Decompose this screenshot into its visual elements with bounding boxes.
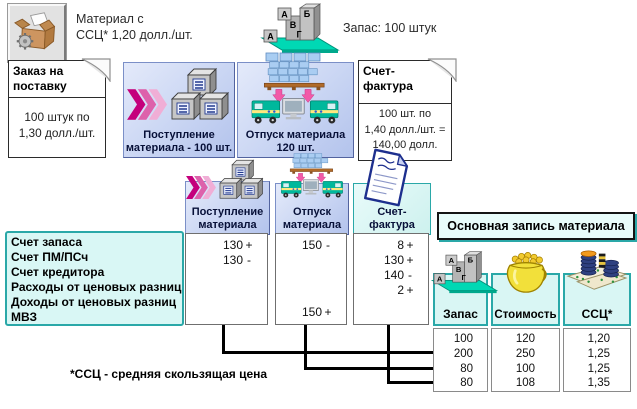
divider (359, 103, 451, 104)
cell: 80 (460, 362, 473, 375)
cell: 80 (460, 377, 473, 390)
connector-line (222, 325, 225, 354)
legend-item: Доходы от ценовых разниц (11, 294, 177, 309)
warehouse-stock-icon (261, 3, 339, 62)
t-account-issue-title: Отпуск материала (282, 206, 342, 231)
t-account-row: 150 + (301, 305, 332, 319)
divider (9, 97, 105, 98)
material-package-button (7, 3, 67, 63)
t-account-issue-box: 150 - 150 + (275, 233, 347, 325)
purchase-order-body: 100 штук по 1,30 долл./шт. (18, 110, 96, 140)
t-account-invoice-box: 8 + 130 + 140 - 2 + (353, 233, 429, 325)
money-pot-icon (501, 250, 551, 295)
t-account-row: 130 + (222, 238, 253, 252)
column-value-values: 120 250 100 108 (491, 328, 560, 392)
column-value-label: Стоимость (494, 309, 557, 321)
connector-line (304, 325, 307, 370)
cell: 200 (453, 347, 473, 360)
warehouse-stock-icon (429, 250, 500, 294)
t-account-invoice-title: Счет- фактура (369, 206, 415, 231)
cell: 1,25 (587, 362, 610, 375)
goods-issue-title: Отпуск материала 120 шт. (245, 129, 346, 154)
package-box-icon (14, 10, 60, 56)
t-account-receipt-box: 130 + 130 - (185, 233, 268, 325)
footnote: *ССЦ - средняя скользящая цена (70, 367, 268, 381)
material-master-header: Основная запись материала (437, 212, 635, 240)
column-price-label: ССЦ* (581, 307, 613, 321)
invoice-title: Счет- фактура (363, 64, 413, 93)
t-account-row: 2 + (397, 283, 414, 297)
cell: 1,20 (587, 333, 610, 345)
cell: 1,25 (587, 347, 610, 360)
invoice-box: Счет- фактура 100 шт. по 1,40 долл./шт. … (358, 60, 452, 161)
connector-line (222, 351, 433, 354)
t-account-receipt-title: Поступление материала (191, 206, 264, 231)
page-curl-icon (81, 56, 111, 82)
cell: 108 (515, 377, 535, 390)
cell: 100 (515, 362, 535, 375)
cell: 100 (453, 333, 473, 345)
column-stock-values: 100 200 80 80 (433, 328, 488, 392)
cell: 120 (515, 333, 535, 345)
coin-stacks-icon (566, 248, 628, 293)
material-label-line2: ССЦ* 1,20 долл./шт. (76, 28, 193, 42)
goods-boxes-icon (171, 66, 231, 120)
purchase-order-title: Заказ на поставку (13, 64, 67, 93)
legend-item: Расходы от ценовых разниц (11, 279, 182, 294)
column-price-values: 1,20 1,25 1,25 1,35 (563, 328, 631, 392)
purchase-order-box: Заказ на поставку 100 штук по 1,30 долл.… (8, 60, 106, 158)
stock-label: Запас: 100 штук (343, 21, 437, 35)
goods-issue-panel: Отпуск материала 120 шт. (237, 62, 354, 158)
legend-item: Счет запаса (11, 235, 83, 249)
legend-item: Счет ПМ/ПСч (11, 249, 89, 264)
t-account-row: 130 - (222, 253, 251, 267)
legend-item: Счет кредитора (11, 264, 105, 279)
material-label-line1: Материал с (76, 12, 144, 26)
t-account-row: 130 + (383, 253, 414, 267)
connector-line (387, 325, 390, 384)
t-account-row: 140 - (383, 268, 412, 282)
connector-line (387, 381, 433, 384)
t-account-row: 8 + (397, 238, 414, 252)
fast-forward-chevrons-icon (186, 176, 216, 199)
material-label: Материал с ССЦ* 1,20 долл./шт. (76, 11, 193, 43)
fast-forward-chevrons-icon (127, 89, 167, 120)
column-stock-label: Запас (443, 307, 478, 321)
cell: 250 (515, 347, 535, 360)
invoice-body: 100 шт. по 1,40 долл./шт. = 140,00 долл. (364, 108, 446, 151)
legend-item: МВЗ (11, 309, 38, 324)
t-account-row: 150 - (301, 238, 330, 252)
page-curl-icon (427, 56, 457, 82)
cell: 1,35 (587, 377, 610, 390)
accounts-legend: Счет запаса Счет ПМ/ПСч Счет кредитора Р… (5, 231, 184, 326)
connector-line (304, 367, 433, 370)
goods-boxes-icon (219, 158, 265, 199)
pallet-trucks-shipping-icon (246, 61, 344, 127)
goods-receipt-panel: Поступление материала - 100 шт. (123, 62, 235, 158)
pallet-trucks-shipping-icon (280, 153, 344, 200)
goods-receipt-title: Поступление материала - 100 шт. (125, 129, 233, 154)
